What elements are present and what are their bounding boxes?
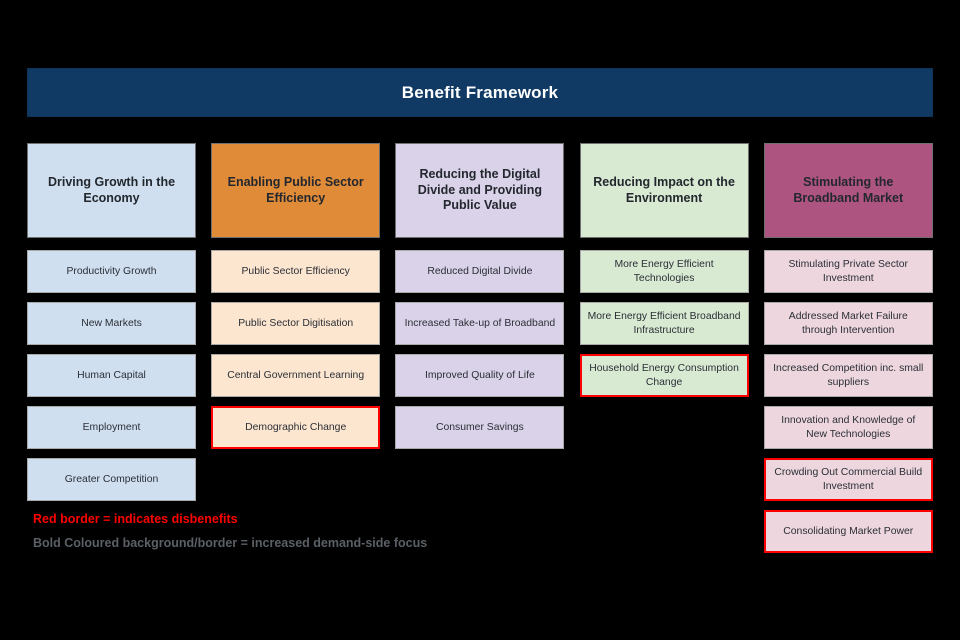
column-header-label: Enabling Public Sector Efficiency (227, 174, 364, 205)
benefit-item-label: Public Sector Digitisation (238, 317, 354, 329)
benefit-item[interactable]: Increased Take-up of Broadband (395, 302, 565, 345)
benefit-item-label: Increased Competition inc. small supplie… (773, 363, 924, 388)
benefit-item[interactable]: New Markets (27, 302, 196, 345)
benefit-item-label: Innovation and Knowledge of New Technolo… (781, 415, 916, 440)
benefit-item-label: Public Sector Efficiency (241, 265, 350, 277)
benefit-item-label: Stimulating Private Sector Investment (788, 259, 909, 284)
framework-title-banner: Benefit Framework (27, 68, 933, 117)
benefit-item-disbenefit[interactable]: Demographic Change (211, 406, 381, 449)
benefit-item[interactable]: More Energy Efficient Technologies (579, 250, 749, 293)
benefit-item[interactable]: Increased Competition inc. small supplie… (763, 354, 933, 397)
benefit-item[interactable]: Public Sector Efficiency (211, 250, 381, 293)
benefit-item-label: Productivity Growth (66, 265, 157, 277)
column-header[interactable]: Driving Growth in the Economy (27, 143, 196, 238)
benefit-item[interactable]: Innovation and Knowledge of New Technolo… (763, 406, 933, 449)
legend-demand-note: Bold Coloured background/border = increa… (33, 536, 428, 550)
framework-column: Reducing the Digital Divide and Providin… (395, 143, 565, 562)
benefit-item-label: Household Energy Consumption Change (589, 363, 739, 388)
benefit-item[interactable]: Consumer Savings (395, 406, 565, 449)
benefit-item-label: Greater Competition (64, 473, 159, 485)
benefit-item-disbenefit[interactable]: Consolidating Market Power (763, 510, 933, 553)
column-header[interactable]: Reducing Impact on the Environment (579, 143, 749, 238)
benefit-item[interactable]: Employment (27, 406, 196, 449)
benefit-item[interactable]: Productivity Growth (27, 250, 196, 293)
benefit-item-label: Increased Take-up of Broadband (404, 317, 556, 329)
benefit-item[interactable]: Improved Quality of Life (395, 354, 565, 397)
benefit-item-label: More Energy Efficient Broadband Infrastr… (587, 311, 741, 336)
benefit-item[interactable]: Human Capital (27, 354, 196, 397)
column-header[interactable]: Enabling Public Sector Efficiency (211, 143, 381, 238)
benefit-item-label: New Markets (81, 317, 142, 329)
column-header-label: Driving Growth in the Economy (47, 174, 176, 205)
benefit-item-label: More Energy Efficient Technologies (614, 259, 714, 284)
benefit-item[interactable]: Greater Competition (27, 458, 196, 501)
benefit-item[interactable]: Reduced Digital Divide (395, 250, 565, 293)
benefit-item-label: Crowding Out Commercial Build Investment (774, 467, 923, 492)
column-header-label: Stimulating the Broadband Market (793, 174, 904, 205)
column-header-label: Reducing Impact on the Environment (593, 174, 735, 205)
page-title: Benefit Framework (401, 82, 559, 102)
benefit-item-label: Central Government Learning (227, 369, 365, 381)
benefit-item-label: Reduced Digital Divide (427, 265, 533, 277)
column-header[interactable]: Stimulating the Broadband Market (763, 143, 933, 238)
benefit-item-label: Addressed Market Failure through Interve… (788, 311, 908, 336)
benefit-item-label: Consumer Savings (435, 421, 524, 433)
benefit-item[interactable]: Addressed Market Failure through Interve… (763, 302, 933, 345)
benefit-item-label: Demographic Change (245, 421, 347, 433)
benefit-item[interactable]: Central Government Learning (211, 354, 381, 397)
legend: Red border = indicates disbenefits Bold … (33, 512, 733, 550)
benefit-item-disbenefit[interactable]: Crowding Out Commercial Build Investment (763, 458, 933, 501)
benefit-item-label: Consolidating Market Power (783, 525, 914, 537)
benefit-item[interactable]: Stimulating Private Sector Investment (763, 250, 933, 293)
benefit-item-label: Improved Quality of Life (425, 369, 535, 381)
benefit-item[interactable]: Public Sector Digitisation (211, 302, 381, 345)
benefit-item[interactable]: More Energy Efficient Broadband Infrastr… (579, 302, 749, 345)
benefit-item-disbenefit[interactable]: Household Energy Consumption Change (579, 354, 749, 397)
benefit-item-label: Human Capital (77, 369, 146, 381)
column-header[interactable]: Reducing the Digital Divide and Providin… (395, 143, 565, 238)
benefit-item-label: Employment (82, 421, 141, 433)
legend-disbenefit-note: Red border = indicates disbenefits (33, 512, 238, 526)
column-header-label: Reducing the Digital Divide and Providin… (417, 166, 543, 213)
